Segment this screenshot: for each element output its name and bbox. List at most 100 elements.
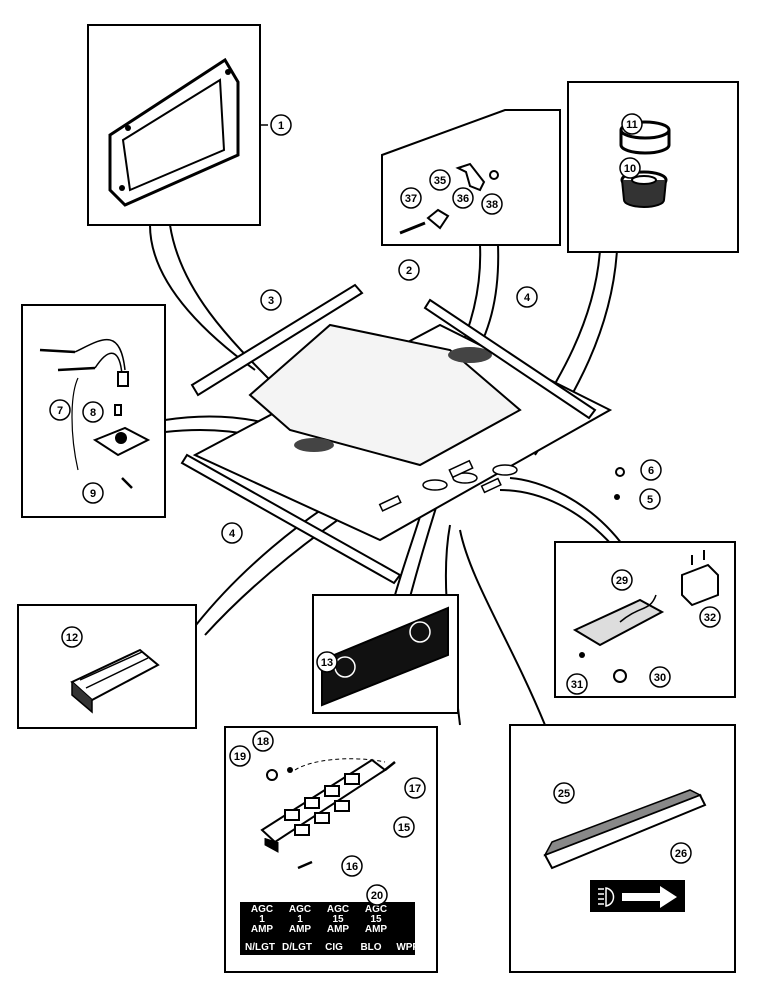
callout-number: 2	[406, 265, 412, 277]
fuse-rating-text: 15	[370, 914, 382, 925]
callout-number: 26	[675, 848, 687, 860]
fuse-rating-text: AGC	[365, 904, 387, 915]
callout-number: 17	[409, 783, 421, 795]
callout-18: 18	[252, 730, 274, 752]
callout-38: 38	[481, 193, 503, 215]
bracket-part	[455, 162, 486, 192]
callout-number: 36	[457, 193, 469, 205]
callout-19: 19	[229, 745, 251, 767]
washer-part	[426, 208, 450, 230]
headlight-icon	[598, 887, 615, 907]
callout-number: 9	[90, 488, 96, 500]
callout-number: 11	[626, 119, 638, 131]
callout-number: 8	[90, 407, 96, 419]
callout-25: 25	[553, 782, 575, 804]
callout-number: 4	[229, 528, 236, 540]
callout-number: 6	[648, 465, 654, 477]
callout-30: 30	[649, 666, 671, 688]
callout-number: 32	[704, 612, 716, 624]
panel-grommets	[567, 81, 739, 253]
callout-26: 26	[670, 842, 692, 864]
fuse-rating-text: AMP	[251, 924, 274, 935]
indicator-decal	[590, 880, 685, 912]
fuse-rating-text: AMP	[365, 924, 388, 935]
callout-number: 10	[624, 163, 636, 175]
callout-6: 6	[640, 459, 662, 481]
strip-4-right	[423, 298, 597, 420]
fuse-rating-text: 1	[259, 914, 265, 925]
fuse-rating-text: AMP	[289, 924, 312, 935]
callout-4: 4	[221, 522, 243, 544]
callout-5: 5	[639, 488, 661, 510]
fuse-circuit-label: WPR	[396, 942, 420, 953]
callout-36: 36	[452, 187, 474, 209]
callout-15: 15	[393, 816, 415, 838]
callout-number: 15	[398, 822, 410, 834]
callout-10: 10	[619, 157, 641, 179]
callout-8: 8	[82, 401, 104, 423]
callout-number: 18	[257, 736, 269, 748]
callout-35: 35	[429, 169, 451, 191]
fuse-circuit-label: D/LGT	[282, 942, 312, 953]
callout-37: 37	[400, 187, 422, 209]
callout-number: 20	[371, 890, 383, 902]
callout-number: 13	[321, 657, 333, 669]
callout-number: 1	[278, 120, 284, 132]
relay-part	[681, 563, 719, 607]
callout-20: 20	[366, 884, 388, 906]
bulb-part	[613, 669, 627, 683]
strip-3	[190, 283, 364, 397]
callout-number: 31	[571, 679, 583, 691]
fuse-circuit-label: CIG	[325, 942, 343, 953]
fuse-rating-text: 15	[332, 914, 344, 925]
fuse-rating-text: AGC	[327, 904, 349, 915]
fuse-rating-text: AGC	[289, 904, 311, 915]
callout-3: 3	[260, 289, 282, 311]
callout-number: 19	[234, 751, 246, 763]
callout-number: 12	[66, 632, 78, 644]
callout-number: 7	[57, 405, 63, 417]
callout-16: 16	[341, 855, 363, 877]
callout-number: 30	[654, 672, 666, 684]
frame-part	[108, 57, 240, 207]
callout-17: 17	[404, 777, 426, 799]
panel-lamp-strip	[509, 724, 736, 973]
strip-4-left	[180, 453, 402, 585]
callout-number: 25	[558, 788, 570, 800]
callout-2: 2	[398, 259, 420, 281]
leader-lines	[149, 224, 626, 726]
callout-4: 4	[516, 286, 538, 308]
panel-switch-plate	[312, 594, 459, 714]
panel-frame	[87, 24, 268, 226]
fuse-block-part	[70, 648, 160, 702]
arrow-right-icon	[622, 886, 677, 908]
fuse-rating-text: 1	[297, 914, 303, 925]
callout-number: 37	[405, 193, 417, 205]
bolt-part	[399, 221, 426, 235]
callout-29: 29	[611, 569, 633, 591]
callout-31: 31	[566, 673, 588, 695]
callout-1: 1	[270, 114, 292, 136]
callout-13: 13	[316, 651, 338, 673]
fuse-circuit-label: BLO	[360, 942, 381, 953]
callout-number: 35	[434, 175, 446, 187]
fuse-rating-text: AMP	[327, 924, 350, 935]
nut-part	[489, 170, 499, 180]
panel-socket	[21, 304, 166, 518]
main-assembly	[180, 283, 625, 585]
dome-light-part	[572, 598, 665, 647]
callout-number: 29	[616, 575, 628, 587]
callout-9: 9	[82, 482, 104, 504]
fuse-circuit-label: N/LGT	[245, 942, 275, 953]
callout-number: 38	[486, 199, 498, 211]
fuse-rating-text: AGC	[251, 904, 273, 915]
callout-number: 4	[524, 292, 531, 304]
panel-fuse-block	[17, 604, 197, 729]
callout-12: 12	[61, 626, 83, 648]
callout-32: 32	[699, 606, 721, 628]
callout-11: 11	[621, 113, 643, 135]
callout-number: 16	[346, 861, 358, 873]
